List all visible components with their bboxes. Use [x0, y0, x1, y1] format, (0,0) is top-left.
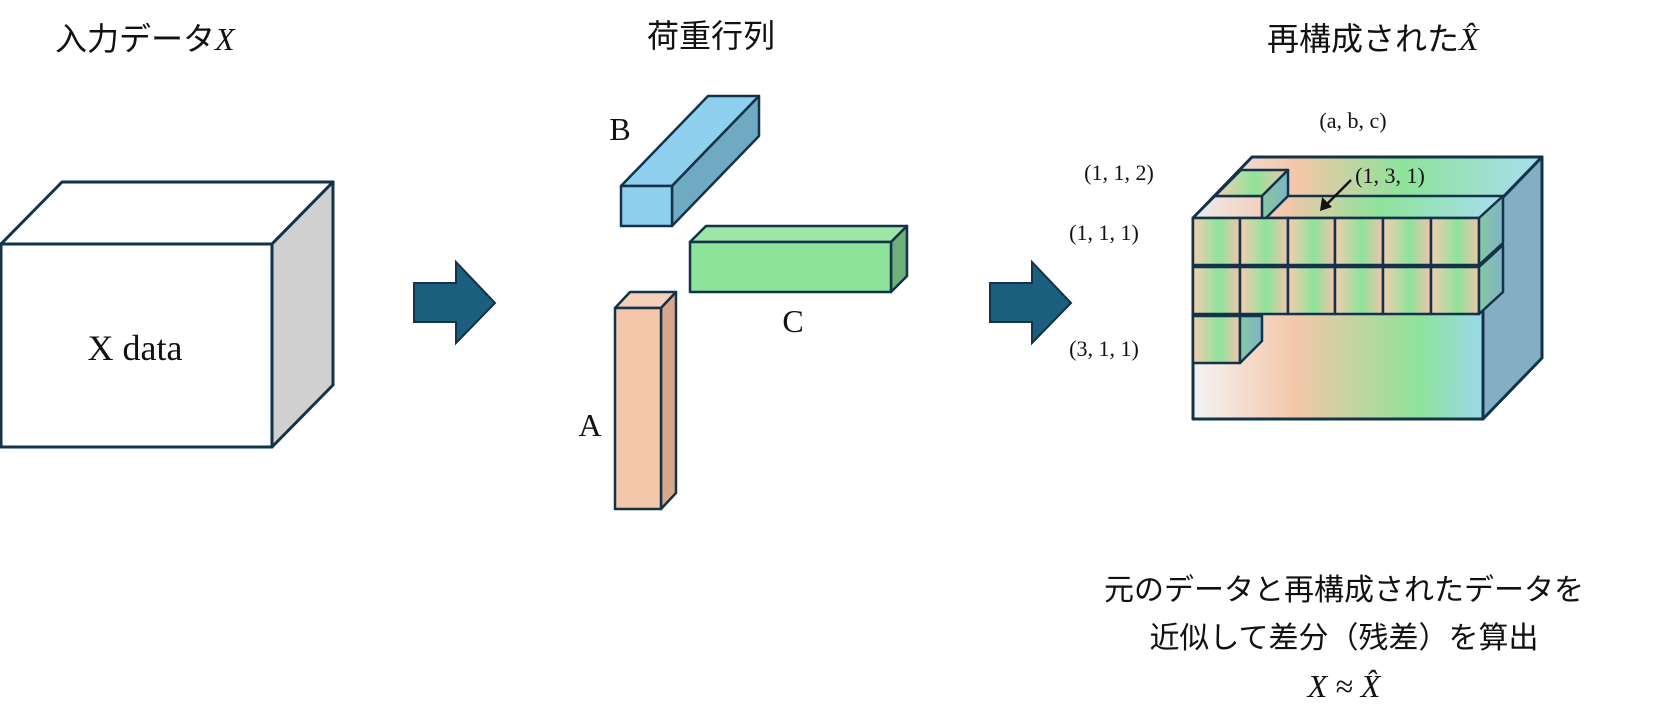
- input-cube: [0, 180, 335, 449]
- factor-b-bar: [619, 94, 761, 228]
- factor-a-bar: [613, 290, 678, 511]
- input-title: 入力データX: [55, 20, 236, 58]
- input-cube-front: [0, 242, 274, 449]
- factor-b-label: B: [609, 111, 630, 147]
- recon-title-var: X̂: [1457, 21, 1480, 57]
- recon-cell-grid: [1191, 168, 1506, 365]
- recon-title: 再構成されたX̂: [1267, 20, 1480, 58]
- caption-line-2: 近似して差分（残差）を算出: [1149, 621, 1538, 656]
- recon-label-111: (1, 1, 1): [1069, 220, 1139, 245]
- pointer-arrow-icon: [1325, 179, 1352, 206]
- recon-label-112: (1, 1, 2): [1084, 160, 1154, 185]
- input-cube-label: X data: [88, 328, 183, 368]
- factor-a-label: A: [578, 407, 601, 443]
- arrow-right-icon: [413, 259, 497, 346]
- caption-formula: X ≈ X̂: [1306, 668, 1382, 704]
- recon-label-311: (3, 1, 1): [1069, 336, 1139, 361]
- recon-label-131: (1, 3, 1): [1355, 163, 1425, 188]
- loading-title: 荷重行列: [647, 17, 775, 55]
- factor-c-bar: [688, 224, 909, 294]
- recon-label-abc: (a, b, c): [1319, 108, 1386, 133]
- caption-line-1: 元のデータと再構成されたデータを: [1104, 573, 1584, 608]
- pointer-arrowhead-icon: [1320, 197, 1332, 211]
- arrow-right-icon: [989, 259, 1073, 346]
- factor-c-label: C: [782, 303, 803, 339]
- input-title-var: X: [213, 21, 236, 57]
